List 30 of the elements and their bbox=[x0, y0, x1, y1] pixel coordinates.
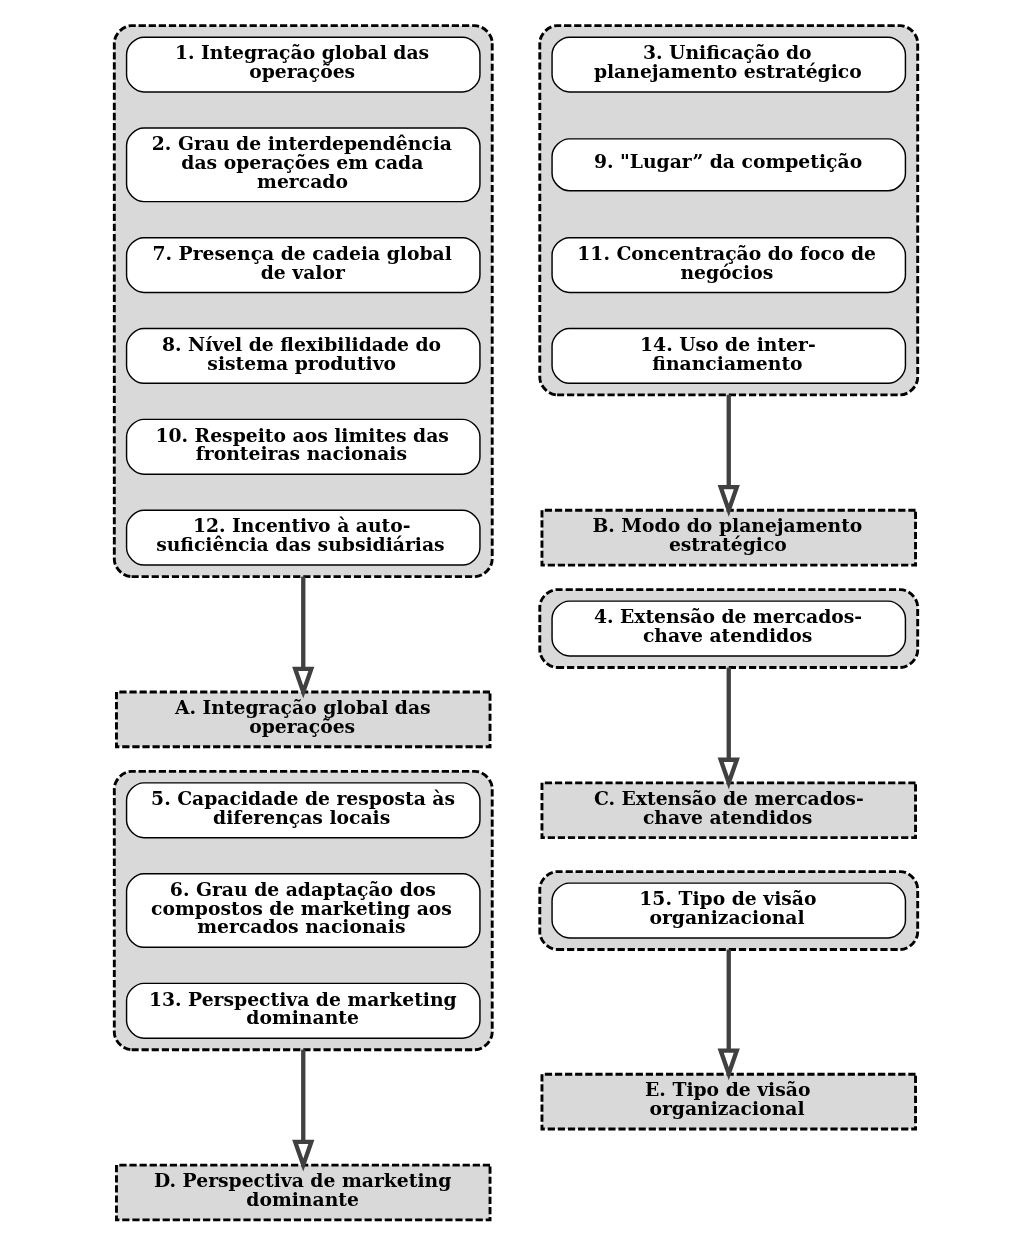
node-box: B. Modo do planejamento estratégico bbox=[540, 508, 917, 567]
cluster bbox=[537, 24, 919, 397]
node-box: 8. Nível de flexibilidade do sistema produtivo bbox=[125, 327, 481, 385]
cluster bbox=[112, 769, 494, 1052]
cluster bbox=[112, 24, 494, 579]
arrow bbox=[291, 1049, 314, 1172]
node-box: 13. Perspectiva de marketing dominante bbox=[125, 982, 481, 1039]
node-box: 14. Uso de inter-financiamento bbox=[550, 327, 906, 385]
node-box: 3. Unificação do planejamento estratégico bbox=[550, 36, 906, 93]
node-box: 1. Integração global das operações bbox=[125, 36, 481, 93]
node-box: 10. Respeito aos limites das fronteiras nacionais bbox=[125, 418, 481, 475]
node-box: 9. "Lugar” da competição bbox=[550, 138, 906, 192]
node-box: 7. Presença de cadeia global de valor bbox=[125, 236, 481, 294]
arrow bbox=[717, 394, 740, 517]
node-box: A. Integração global das operações bbox=[114, 690, 491, 749]
node-box: E. Tipo de visão organizacional bbox=[540, 1072, 917, 1131]
node-box: 12. Incentivo à auto-suficiência das subsidiárias bbox=[125, 509, 481, 566]
node-box: 4. Extensão de mercados-chave atendidos bbox=[550, 600, 906, 657]
node-box: C. Extensão de mercados-chave atendidos bbox=[540, 781, 917, 840]
arrow bbox=[717, 949, 740, 1081]
node-box: 6. Grau de adaptação dos compostos de marketing aos mercados nacionais bbox=[125, 873, 481, 948]
node-box: 2. Grau de interdependência das operações em cada mercado bbox=[125, 127, 481, 203]
node-box: D. Perspectiva de marketing dominante bbox=[114, 1163, 491, 1222]
node-box: 5. Capacidade de resposta às diferenças locais bbox=[125, 782, 481, 839]
node-box: 15. Tipo de visão organizacional bbox=[550, 882, 906, 939]
arrow bbox=[717, 667, 740, 790]
cluster bbox=[537, 870, 919, 951]
arrow bbox=[291, 576, 314, 699]
cluster bbox=[537, 588, 919, 669]
node-box: 11. Concentração do foco de negócios bbox=[550, 236, 906, 294]
